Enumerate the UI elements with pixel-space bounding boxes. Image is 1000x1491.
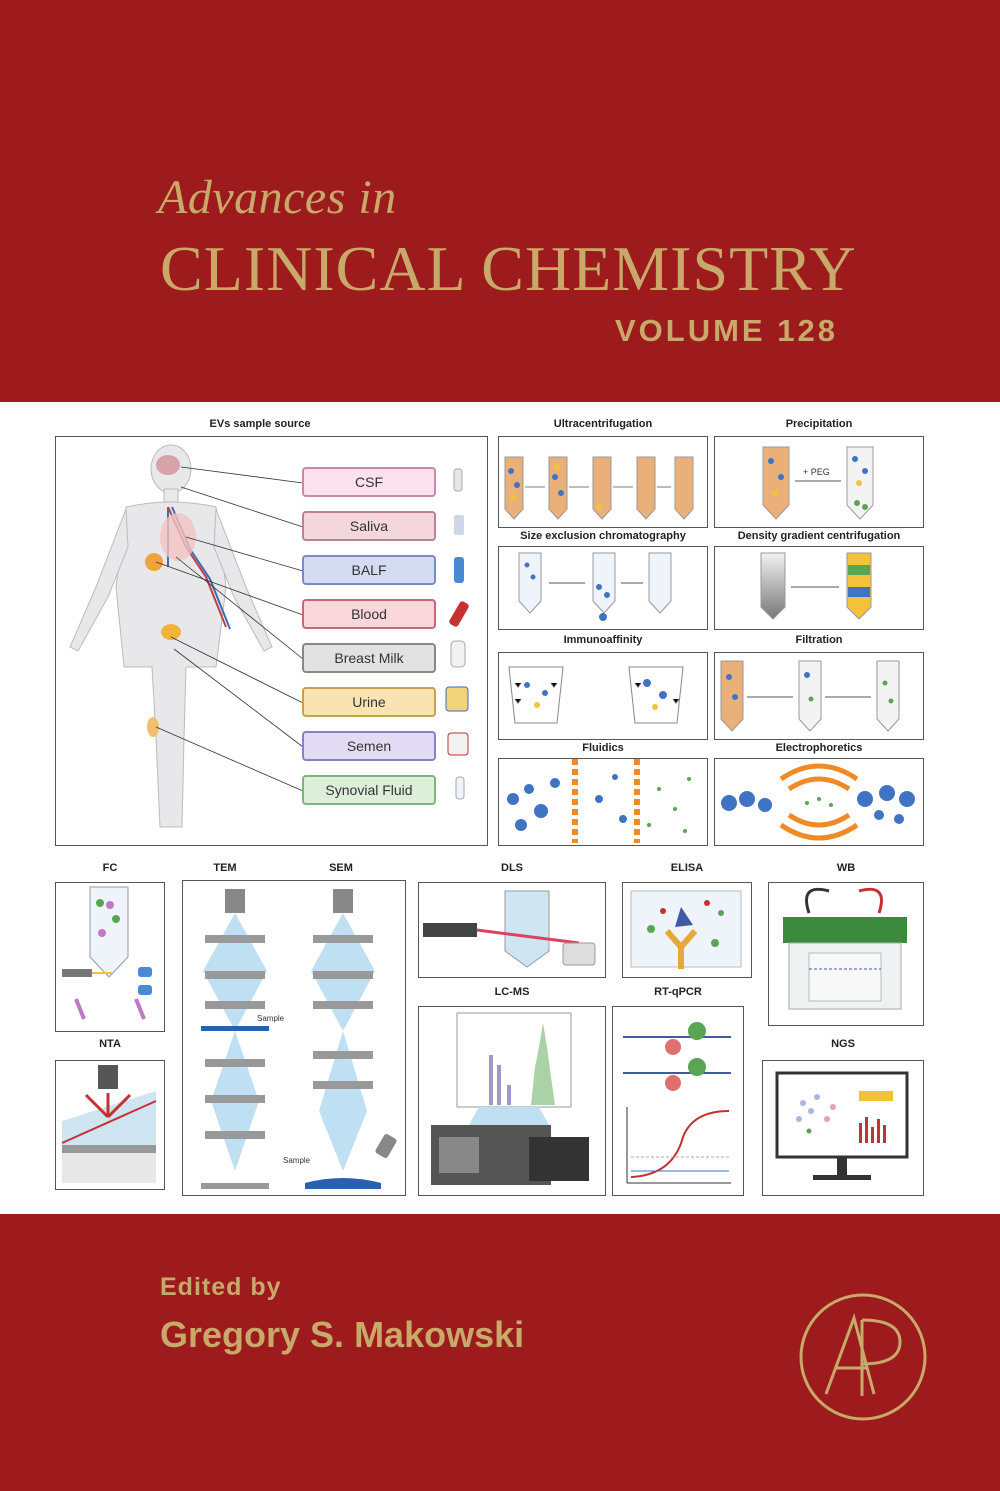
panel-title-rtqpcr: RT-qPCR xyxy=(654,986,702,998)
panel-title-fluidics: Fluidics xyxy=(582,742,624,754)
electrophoretics-panel xyxy=(714,758,924,846)
dls-panel xyxy=(418,882,606,978)
ultracentrifuge-tubes-icon xyxy=(504,456,694,520)
fc-panel xyxy=(55,882,165,1032)
nta-panel xyxy=(55,1060,165,1190)
ngs-monitor-icon xyxy=(775,1071,909,1180)
panel-title-electrophoretics: Electrophoretics xyxy=(775,742,863,754)
elisa-antibody-icon xyxy=(630,890,742,969)
immunoaffinity-wells-icon xyxy=(508,666,684,724)
rtqpcr-panel xyxy=(612,1006,744,1196)
density-gradient-tubes-icon xyxy=(760,552,872,620)
precipitation-panel: + PEG xyxy=(714,436,924,528)
electron-microscopy-panel: Sample Sample xyxy=(182,880,406,1196)
edited-by-label: Edited by xyxy=(160,1273,282,1301)
dls-cuvette-icon xyxy=(423,890,596,968)
source-label-urine: Urine xyxy=(302,687,436,717)
source-label-blood: Blood xyxy=(302,599,436,629)
panel-title-elisa: ELISA xyxy=(670,862,704,874)
source-label-balf: BALF xyxy=(302,555,436,585)
series-title-italic: Advances in xyxy=(158,171,397,224)
elisa-panel xyxy=(622,882,752,978)
western-blot-tank-icon xyxy=(783,887,907,1010)
volume-number: VOLUME 128 xyxy=(615,313,838,348)
size-exclusion-panel xyxy=(498,546,708,630)
ultracentrifugation-panel xyxy=(498,436,708,528)
cover-top-band: Advances in CLINICAL CHEMISTRY VOLUME 12… xyxy=(0,0,1000,402)
filtration-panel xyxy=(714,652,924,740)
publisher-logo xyxy=(796,1290,930,1424)
panel-title-sem: SEM xyxy=(329,862,353,874)
qpcr-amplification-icon xyxy=(623,1022,731,1184)
editor-name: Gregory S. Makowski xyxy=(160,1314,525,1355)
source-label-semen: Semen xyxy=(302,731,436,761)
series-title-main: CLINICAL CHEMISTRY xyxy=(160,233,857,304)
panel-title-filtration: Filtration xyxy=(795,634,843,646)
source-label-saliva: Saliva xyxy=(302,511,436,541)
filtration-tubes-icon xyxy=(720,660,900,732)
cover-illustration: EVs sample source xyxy=(0,402,1000,1214)
panel-title-dls: DLS xyxy=(501,862,523,874)
panel-title-fc: FC xyxy=(102,862,118,874)
electron-microscope-columns-icon: Sample Sample xyxy=(201,889,397,1189)
tem-sample-label: Sample xyxy=(257,1014,285,1023)
panel-title-density-gradient: Density gradient centrifugation xyxy=(737,530,901,542)
density-gradient-panel xyxy=(714,546,924,630)
panel-title-ultracentrifugation: Ultracentrifugation xyxy=(553,418,653,430)
peg-note: + PEG xyxy=(803,467,830,477)
human-body-icon xyxy=(69,444,469,828)
cover-bottom-band: Edited by Gregory S. Makowski xyxy=(0,1214,1000,1491)
source-label-csf: CSF xyxy=(302,467,436,497)
immunoaffinity-panel xyxy=(498,652,708,740)
flow-cytometry-icon xyxy=(62,886,152,1020)
panel-title-lcms: LC-MS xyxy=(494,986,530,998)
fluidics-particles-icon xyxy=(507,759,691,843)
panel-title-nta: NTA xyxy=(99,1038,121,1050)
panel-title-size-exclusion: Size exclusion chromatography xyxy=(520,530,686,542)
panel-title-ngs: NGS xyxy=(831,1038,855,1050)
panel-title-sources: EVs sample source xyxy=(209,418,311,430)
nta-laser-icon xyxy=(61,1065,157,1183)
panel-title-wb: WB xyxy=(836,862,856,874)
precipitation-tubes-icon: + PEG xyxy=(762,446,874,520)
sources-panel: CSF Saliva BALF Blood Breast Milk Urine … xyxy=(55,436,488,846)
source-label-synovial-fluid: Synovial Fluid xyxy=(302,775,436,805)
panel-title-precipitation: Precipitation xyxy=(785,418,853,430)
electrophoretics-arcs-icon xyxy=(721,763,915,841)
source-label-breast-milk: Breast Milk xyxy=(302,643,436,673)
lc-ms-spectrum-icon xyxy=(431,1012,589,1185)
fluidics-panel xyxy=(498,758,708,846)
sem-sample-label: Sample xyxy=(283,1156,311,1165)
wb-panel xyxy=(768,882,924,1026)
panel-title-tem: TEM xyxy=(213,862,237,874)
ngs-panel xyxy=(762,1060,924,1196)
sec-columns-icon xyxy=(518,552,672,621)
lcms-panel xyxy=(418,1006,606,1196)
panel-title-immunoaffinity: Immunoaffinity xyxy=(563,634,643,646)
academic-press-logo-icon xyxy=(799,1293,927,1421)
